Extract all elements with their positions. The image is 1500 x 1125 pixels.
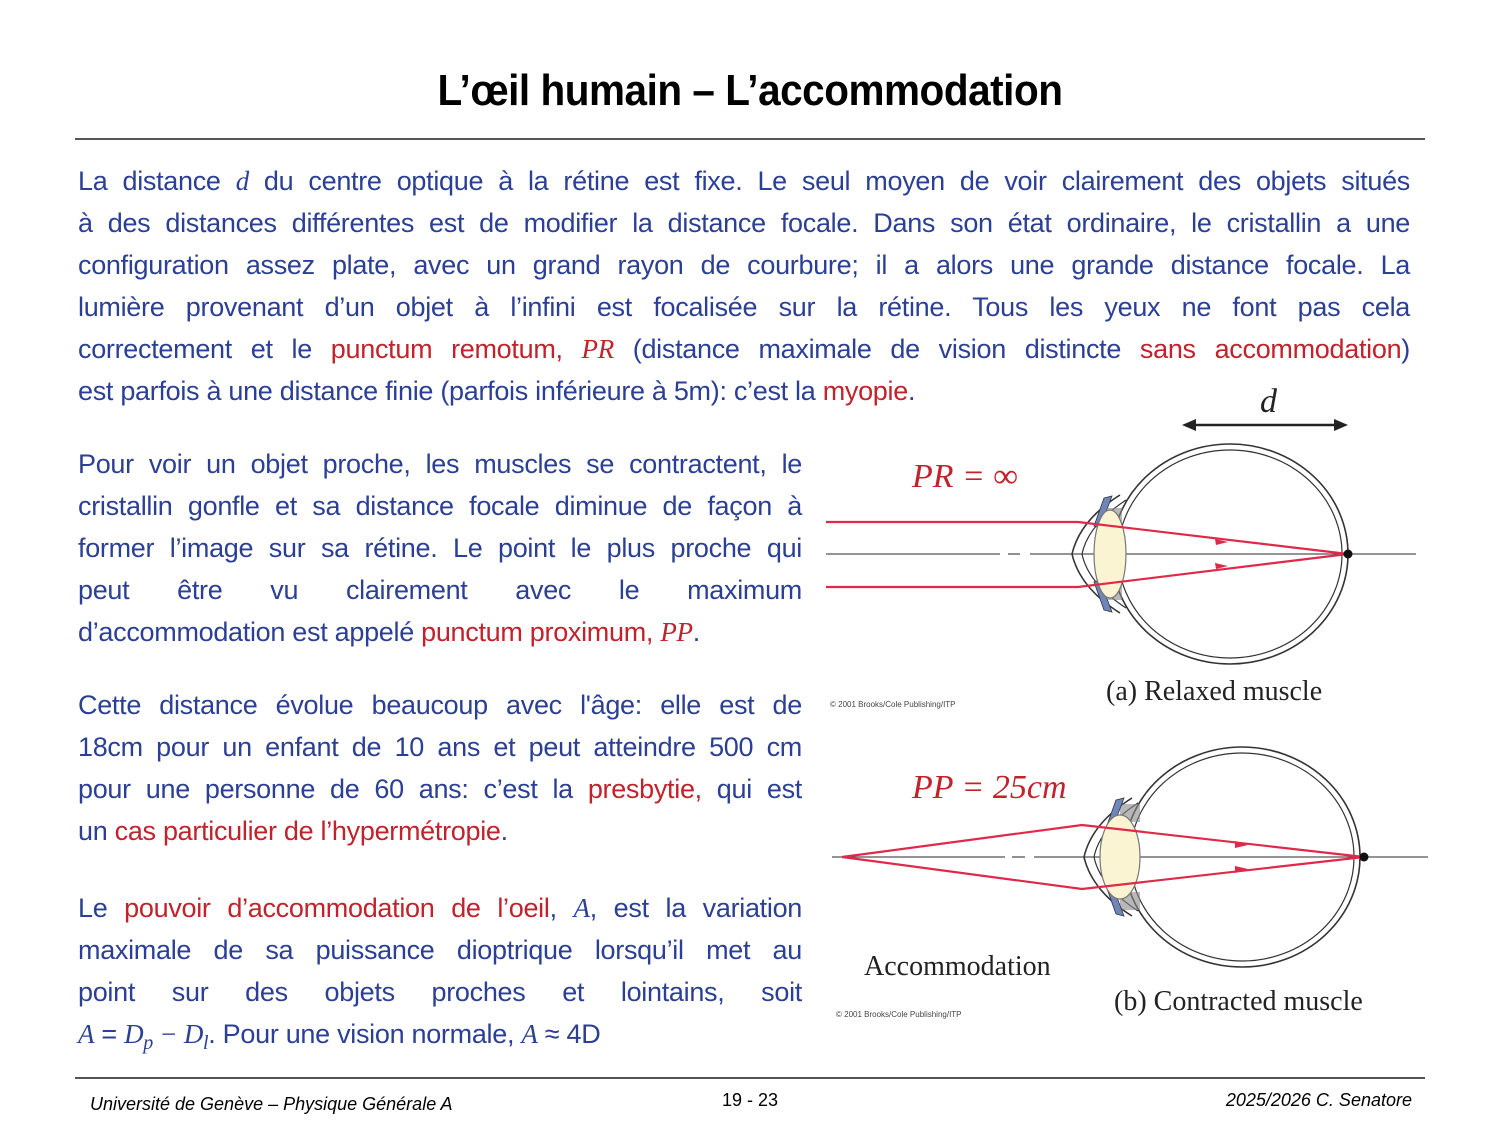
lens-relaxed bbox=[1093, 509, 1127, 599]
focal-point-b bbox=[1359, 852, 1369, 862]
text-line: pour une personne de 60 ans: c’est la pr… bbox=[78, 774, 802, 804]
footer-divider bbox=[75, 1077, 1425, 1079]
pr-equation: PR = ∞ bbox=[911, 458, 1018, 495]
paragraph-intro: La distance d du centre optique à la rét… bbox=[78, 160, 1410, 412]
accommodation-label: Accommodation bbox=[864, 951, 1051, 982]
focal-point bbox=[1343, 549, 1353, 559]
light-ray-upper-b bbox=[841, 823, 1365, 859]
paragraph-accommodation-power: Le pouvoir d’accommodation de l’oeil, A,… bbox=[78, 887, 802, 1064]
figure-relaxed-eye: d PR = ∞ (a) Relaxed muscle © 2001 Brook… bbox=[826, 383, 1416, 709]
light-ray-lower bbox=[826, 552, 1349, 589]
caption-relaxed: (a) Relaxed muscle bbox=[1106, 676, 1322, 707]
light-ray-upper bbox=[826, 520, 1349, 556]
footer-institution: Université de Genève – Physique Générale… bbox=[90, 1094, 453, 1114]
eye-diagram-contracted bbox=[1083, 746, 1361, 968]
pp-equation: PP = 25cm bbox=[911, 769, 1067, 806]
text-line: A = Dp − Dl. Pour une vision normale, A … bbox=[78, 1019, 601, 1054]
footer-author-year: 2025/2026 C. Senatore bbox=[1225, 1090, 1412, 1110]
slide-title: L’œil humain – L’accommodation bbox=[437, 66, 1063, 115]
paragraph-age-presbyopia: Cette distance évolue beaucoup avec l'âg… bbox=[78, 684, 802, 852]
text-line: former l’image sur sa rétine. Le point l… bbox=[78, 533, 802, 563]
text-line: cristallin gonfle et sa distance focale … bbox=[78, 491, 802, 521]
text-line: est parfois à une distance finie (parfoi… bbox=[78, 376, 916, 406]
text-line: maximale de sa puissance dioptrique lors… bbox=[78, 935, 802, 965]
text-line: Pour voir un objet proche, les muscles s… bbox=[78, 449, 802, 479]
copyright-relaxed: © 2001 Brooks/Cole Publishing/ITP bbox=[830, 700, 956, 709]
figure-contracted-eye: PP = 25cm Accommodation (b) Contracted m… bbox=[832, 746, 1428, 1019]
text-line: à des distances différentes est de modif… bbox=[78, 208, 1410, 238]
copyright-contracted: © 2001 Brooks/Cole Publishing/ITP bbox=[836, 1010, 962, 1019]
text-line: point sur des objets proches et lointain… bbox=[78, 977, 802, 1007]
text-line: lumière provenant d’un objet à l’infini … bbox=[78, 292, 1410, 322]
text-line: peut être vu clairement avec le maximum bbox=[78, 575, 802, 605]
footer-page-number: 19 - 23 bbox=[722, 1090, 779, 1110]
text-line: configuration assez plate, avec un grand… bbox=[78, 250, 1410, 280]
title-divider bbox=[75, 138, 1425, 140]
light-ray-lower-b bbox=[841, 855, 1365, 891]
text-line: correctement et le punctum remotum, PR (… bbox=[78, 334, 1410, 364]
paragraph-near-point: Pour voir un objet proche, les muscles s… bbox=[78, 443, 802, 653]
distance-d-label: d bbox=[1260, 383, 1278, 420]
text-line: un cas particulier de l’hypermétropie. bbox=[78, 816, 508, 846]
caption-contracted: (b) Contracted muscle bbox=[1114, 986, 1363, 1017]
text-line: 18cm pour un enfant de 10 ans et peut at… bbox=[78, 732, 802, 762]
lens-contracted bbox=[1099, 814, 1141, 900]
text-line: d’accommodation est appelé punctum proxi… bbox=[78, 617, 700, 647]
text-line: La distance d du centre optique à la rét… bbox=[78, 166, 1410, 196]
text-line: Le pouvoir d’accommodation de l’oeil, A,… bbox=[78, 893, 803, 923]
text-line: Cette distance évolue beaucoup avec l'âg… bbox=[78, 690, 802, 720]
